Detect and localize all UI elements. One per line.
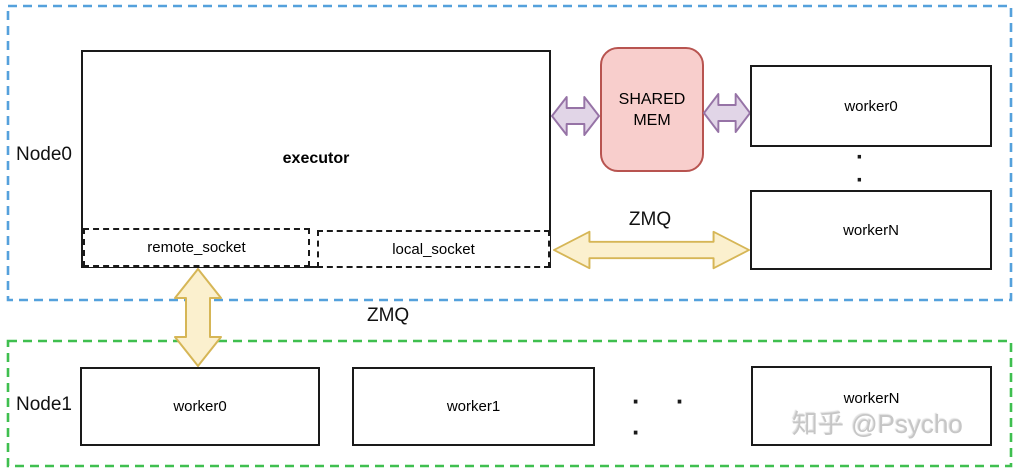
remote-socket-label: remote_socket bbox=[147, 239, 246, 256]
node0-worker0-label: worker0 bbox=[844, 97, 898, 115]
remote-socket-box: remote_socket bbox=[83, 228, 310, 267]
node1-horizontal-dots: · · · bbox=[632, 386, 699, 447]
zmq-remote-label: ZMQ bbox=[367, 305, 410, 326]
local-socket-box: local_socket bbox=[317, 230, 550, 268]
node1-workerN-box: workerN bbox=[751, 366, 992, 446]
node0-label: Node0 bbox=[16, 144, 72, 165]
executor-label: executor bbox=[282, 150, 350, 167]
node1-worker0-box: worker0 bbox=[80, 367, 320, 446]
vdot: · bbox=[856, 144, 864, 171]
node1-worker0-label: worker0 bbox=[173, 398, 227, 415]
shm-right-doublearrow-icon bbox=[703, 93, 751, 133]
node1-worker1-box: worker1 bbox=[352, 367, 595, 446]
node0-worker0-box: worker0 bbox=[750, 65, 992, 147]
zmq-remote-doublearrow-icon bbox=[174, 268, 222, 367]
shm-left-doublearrow-icon bbox=[551, 96, 600, 136]
zmq-local-label: ZMQ bbox=[628, 209, 672, 230]
node1-worker1-label: worker1 bbox=[446, 398, 501, 415]
node0-workerN-box: workerN bbox=[750, 190, 992, 270]
node0-vertical-dots: · · bbox=[845, 144, 875, 194]
vdot: · bbox=[856, 167, 864, 194]
watermark-text: 知乎 @Psycho bbox=[792, 409, 963, 439]
shared-mem-box: SHARED MEM bbox=[600, 47, 704, 172]
node0-workerN-label: workerN bbox=[843, 221, 899, 239]
shared-mem-label: SHARED MEM bbox=[618, 90, 686, 129]
node1-workerN-label: workerN bbox=[843, 390, 900, 407]
local-socket-label: local_socket bbox=[392, 240, 475, 258]
zmq-local-doublearrow-icon bbox=[553, 230, 750, 270]
node1-label: Node1 bbox=[16, 394, 72, 415]
